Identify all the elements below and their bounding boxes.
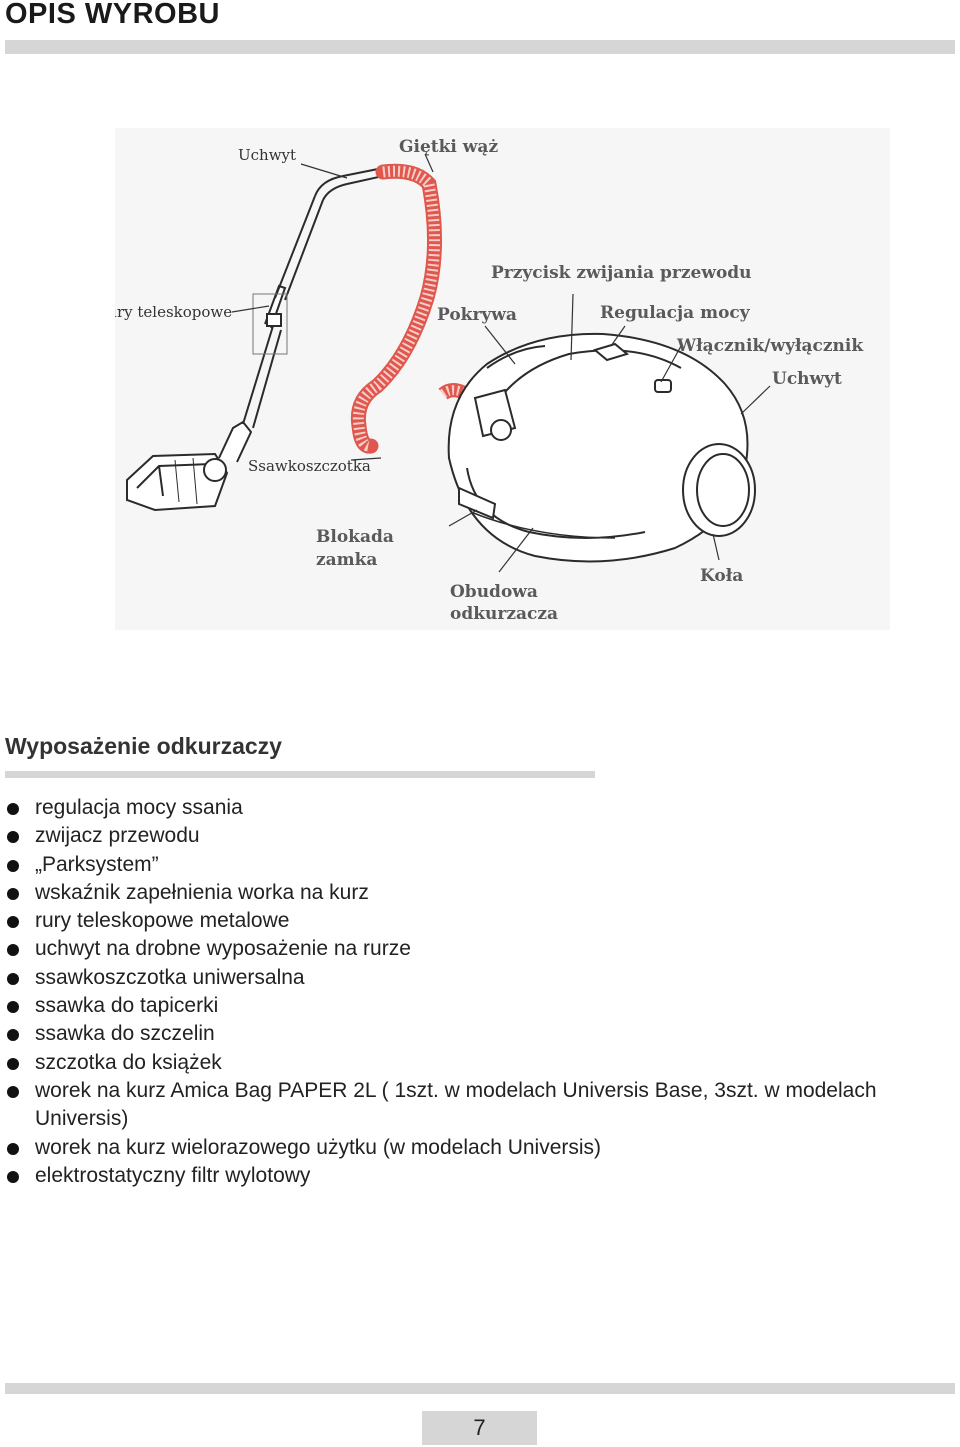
list-item: ssawka do szczelin [5, 1020, 960, 1048]
label-wheels: Koła [700, 566, 743, 586]
callout-lines [231, 153, 771, 573]
telescopic-tubes-illustration [242, 167, 384, 429]
vacuum-body-illustration [447, 332, 756, 563]
list-item: worek na kurz Amica Bag PAPER 2L ( 1szt.… [5, 1077, 960, 1134]
section-title: Wyposażenie odkurzaczy [5, 733, 282, 759]
bullet-icon [7, 1057, 19, 1070]
label-floor-brush: Ssawkoszczotka [248, 457, 371, 475]
label-housing-line2: odkurzacza [450, 604, 558, 624]
bullet-icon [7, 1142, 19, 1155]
bullet-icon [7, 1001, 19, 1014]
label-cover: Pokrywa [437, 305, 517, 325]
list-item: ssawkoszczotka uniwersalna [5, 964, 960, 992]
label-cord-rewind-button: Przycisk zwijania przewodu [491, 263, 752, 283]
section-divider [5, 771, 595, 778]
bullet-icon [7, 972, 19, 985]
list-item: rury teleskopowe metalowe [5, 907, 960, 935]
list-item: worek na kurz wielorazowego użytku (w mo… [5, 1134, 960, 1162]
bullet-icon [7, 831, 19, 844]
bullet-icon [7, 1170, 19, 1183]
features-list: regulacja mocy ssania zwijacz przewodu „… [5, 794, 960, 1190]
footer-divider [5, 1383, 955, 1394]
list-item: zwijacz przewodu [5, 822, 960, 850]
bullet-icon [7, 803, 19, 815]
list-item: ssawka do tapicerki [5, 992, 960, 1020]
list-item: uchwyt na drobne wyposażenie na rurze [5, 935, 960, 963]
label-telescopic-tubes: Rury teleskopowe [115, 303, 232, 321]
label-lock-line1: Blokada [316, 527, 394, 547]
bullet-icon [7, 1029, 19, 1042]
label-power-control: Regulacja mocy [600, 303, 751, 323]
label-flexible-hose: Giętki wąż [399, 137, 498, 157]
vacuum-diagram: Uchwyt Giętki wąż Rury teleskopowe Przyc… [115, 128, 890, 630]
list-item: „Parksystem” [5, 851, 960, 879]
label-on-off-switch: Włącznik/wyłącznik [676, 336, 864, 356]
list-item: regulacja mocy ssania [5, 794, 960, 822]
list-item: wskaźnik zapełnienia worka na kurz [5, 879, 960, 907]
label-handle-body: Uchwyt [772, 369, 842, 389]
bullet-icon [7, 887, 19, 900]
list-item: szczotka do książek [5, 1049, 960, 1077]
floor-brush-illustration [126, 420, 253, 512]
list-item: elektrostatyczny filtr wylotowy [5, 1162, 960, 1190]
label-handle-top: Uchwyt [238, 146, 296, 164]
label-lock-line2: zamka [316, 550, 377, 570]
bullet-icon [7, 916, 19, 929]
page-title: OPIS WYROBU [5, 0, 220, 30]
page-number: 7 [422, 1411, 537, 1445]
bullet-icon [7, 1085, 19, 1098]
bullet-icon [7, 859, 19, 872]
title-divider [5, 40, 955, 54]
label-housing-line1: Obudowa [450, 582, 538, 602]
bullet-icon [7, 944, 19, 957]
